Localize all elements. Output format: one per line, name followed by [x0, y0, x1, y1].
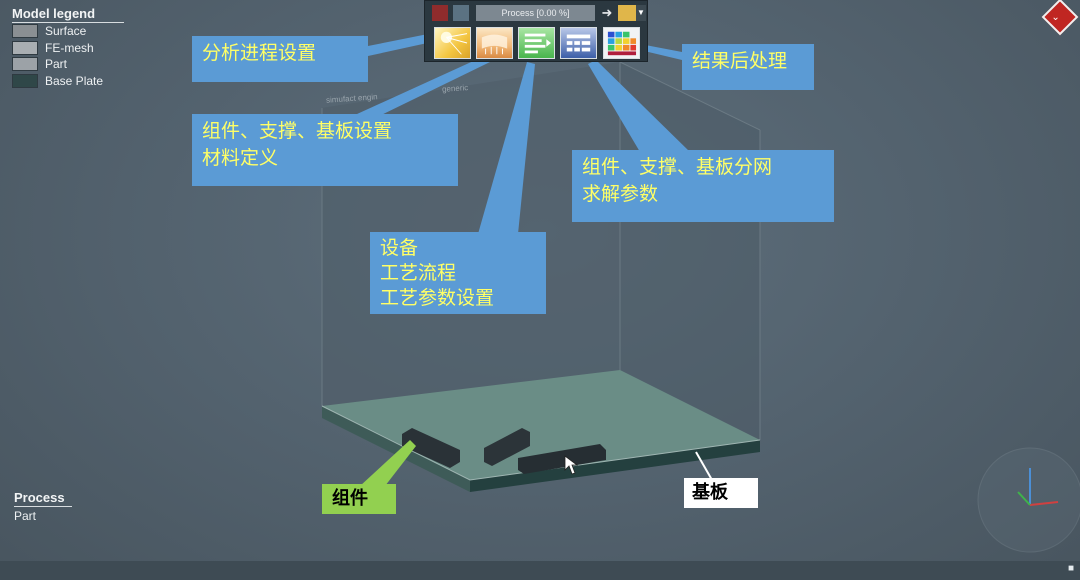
mouse-cursor: [564, 455, 579, 475]
folder-icon[interactable]: [618, 5, 636, 21]
legend-swatch: [12, 24, 38, 39]
process-title: Process: [14, 490, 72, 507]
save-icon[interactable]: [453, 5, 469, 21]
process-setup-button[interactable]: [518, 27, 555, 59]
analysis-setup-button[interactable]: [434, 27, 471, 59]
model-legend: Model legend Surface FE-mesh Part Base P…: [12, 6, 124, 89]
legend-item-part: Part: [12, 56, 124, 73]
legend-item-fe-mesh: FE-mesh: [12, 40, 124, 57]
callout-analysis-setup: 分析进程设置: [192, 36, 368, 82]
status-bar: [0, 561, 1080, 580]
sun-icon: [440, 31, 468, 55]
chevron-down-icon[interactable]: ▼: [636, 5, 646, 21]
process-toolbar: Process [0.00 %] ➜ ▼: [424, 0, 648, 62]
process-progress-bar: Process [0.00 %]: [476, 5, 595, 21]
mesh-setup-button[interactable]: [560, 27, 597, 59]
grid-icon: [566, 34, 591, 52]
base-plate-front-side: [470, 440, 760, 492]
legend-item-label: Part: [45, 57, 68, 72]
legend-item-label: FE-mesh: [45, 40, 94, 55]
process-panel: Process Part: [14, 490, 72, 523]
callout-component-setup: 组件、支撑、基板设置 材料定义: [192, 114, 458, 186]
legend-title: Model legend: [12, 6, 124, 23]
legend-item-label: Surface: [45, 24, 87, 39]
base-plate-left-side: [322, 406, 470, 492]
part-3: [518, 444, 606, 474]
label-component: 组件: [322, 484, 396, 514]
part-1: [402, 428, 460, 468]
label-base-plate: 基板: [684, 478, 758, 508]
stop-icon[interactable]: [432, 5, 448, 21]
arrow-right-icon[interactable]: ➜: [601, 5, 613, 20]
legend-item-label: Base Plate: [45, 73, 104, 88]
scene-label-right: generic: [441, 83, 469, 94]
chevron-down-icon: ⌄: [1051, 11, 1060, 23]
part-2: [484, 428, 530, 466]
legend-item-surface: Surface: [12, 23, 124, 40]
results-button[interactable]: [603, 27, 640, 59]
callout-results: 结果后处理: [682, 44, 814, 90]
legend-item-base-plate: Base Plate: [12, 73, 124, 90]
process-subtitle: Part: [14, 509, 37, 523]
callout-equipment-process: 设备 工艺流程 工艺参数设置: [370, 232, 546, 314]
component-icon: [481, 34, 508, 55]
legend-swatch: [12, 73, 38, 88]
list-icon: [524, 33, 552, 54]
legend-swatch: [12, 40, 38, 55]
component-setup-button[interactable]: [476, 27, 513, 59]
colormap-icon: [607, 31, 637, 56]
legend-swatch: [12, 57, 38, 72]
lock-icon[interactable]: ■: [1068, 563, 1075, 574]
callout-mesh-setup: 组件、支撑、基板分网 求解参数: [572, 150, 834, 222]
